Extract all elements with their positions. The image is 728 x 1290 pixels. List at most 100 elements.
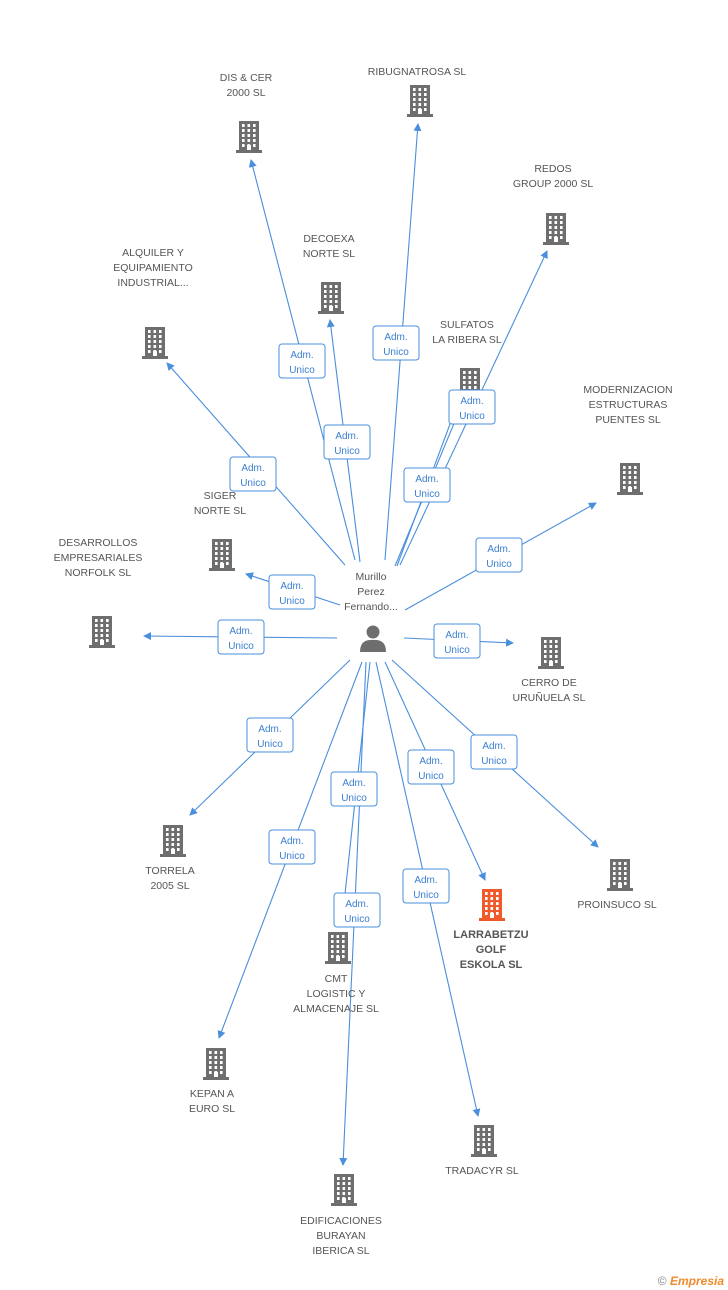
role-text: Adm. [419, 756, 442, 767]
person-icon[interactable] [360, 625, 386, 653]
role-badge-torrela: Adm.Unico [246, 717, 294, 753]
company-label-kepan[interactable]: EURO SL [189, 1103, 235, 1115]
brand-logo-text: Empresia [669, 1274, 724, 1288]
company-label-proinsuco[interactable]: PROINSUCO SL [577, 899, 657, 911]
role-badge-modernizacion: Adm.Unico [475, 537, 523, 573]
building-icon[interactable] [407, 85, 433, 117]
building-icon[interactable] [203, 1048, 229, 1080]
company-label-kepan[interactable]: KEPAN A [190, 1088, 234, 1100]
company-label-tradacyr[interactable]: TRADACYR SL [445, 1165, 519, 1177]
person-name-label[interactable]: Fernando... [344, 601, 398, 613]
building-icon[interactable] [471, 1125, 497, 1157]
building-icon[interactable] [543, 213, 569, 245]
company-label-cmt[interactable]: CMT [325, 973, 348, 985]
role-text: Unico [279, 851, 305, 862]
company-label-modernizacion[interactable]: PUENTES SL [595, 414, 661, 426]
role-badge-siger: Adm.Unico [268, 574, 316, 610]
company-label-larrabetzu[interactable]: LARRABETZU [453, 929, 528, 941]
company-label-sulfatos[interactable]: SULFATOS [440, 319, 494, 331]
company-label-torrela[interactable]: 2005 SL [150, 880, 189, 892]
role-badge-kepan: Adm. Unico [268, 829, 316, 865]
company-label-larrabetzu[interactable]: ESKOLA SL [460, 959, 523, 971]
company-label-modernizacion[interactable]: ESTRUCTURAS [589, 399, 668, 411]
role-text: Unico [341, 793, 367, 804]
company-label-edificaciones[interactable]: EDIFICACIONES [300, 1215, 382, 1227]
role-text: Adm. [280, 836, 303, 847]
company-label-cerro[interactable]: CERRO DE [521, 677, 576, 689]
role-text: Adm. [415, 474, 438, 485]
role-text: Adm. [345, 899, 368, 910]
role-text: Adm. [290, 350, 313, 361]
copyright-symbol: © [657, 1274, 667, 1288]
role-text: Unico [459, 411, 485, 422]
role-text: Adm. [414, 875, 437, 886]
role-text: Unico [289, 365, 315, 376]
footer-brand[interactable]: © Empresia [658, 1274, 724, 1288]
role-text: Adm. [335, 431, 358, 442]
role-text: Unico [228, 641, 254, 652]
company-label-alquiler[interactable]: ALQUILER Y [122, 247, 184, 259]
company-label-sulfatos[interactable]: LA RIBERA SL [432, 334, 502, 346]
company-label-modernizacion[interactable]: MODERNIZACION [583, 384, 672, 396]
person-name-label[interactable]: Perez [357, 586, 384, 598]
company-label-redos[interactable]: REDOS [534, 163, 571, 175]
role-text: Unico [414, 489, 440, 500]
role-text: Unico [334, 446, 360, 457]
role-badge-cmt: Adm. Unico [330, 771, 378, 807]
role-badge-tradacyr: Adm. Unico [402, 868, 450, 904]
role-badge-larrabetzu: Adm. Unico [407, 749, 455, 785]
role-text: Unico [279, 596, 305, 607]
company-label-cmt[interactable]: ALMACENAJE SL [293, 1003, 379, 1015]
company-label-dis-cer[interactable]: 2000 SL [226, 87, 265, 99]
person-name-label[interactable]: Murillo [356, 571, 387, 583]
building-icon[interactable] [236, 121, 262, 153]
building-icon[interactable] [142, 327, 168, 359]
company-label-siger[interactable]: NORTE SL [194, 505, 246, 517]
role-text: Unico [257, 739, 283, 750]
building-icon[interactable] [160, 825, 186, 857]
company-label-desarrollos[interactable]: DESARROLLOS [59, 537, 138, 549]
building-icon[interactable] [318, 282, 344, 314]
company-label-alquiler[interactable]: INDUSTRIAL... [117, 277, 188, 289]
company-label-dis-cer[interactable]: DIS & CER [220, 72, 273, 84]
company-label-desarrollos[interactable]: EMPRESARIALES [54, 552, 143, 564]
company-label-edificaciones[interactable]: BURAYAN [316, 1230, 365, 1242]
role-text: Unico [481, 756, 507, 767]
role-badge-edificaciones: Adm.Unico [333, 892, 381, 928]
company-label-desarrollos[interactable]: NORFOLK SL [65, 567, 132, 579]
building-icon[interactable] [617, 463, 643, 495]
role-text: Adm. [487, 544, 510, 555]
nodes-layer: RIBUGNATROSA SL DIS & CER 2000 SL REDOS GROU… [54, 66, 673, 1257]
role-text: Unico [444, 645, 470, 656]
role-badge-cerro: Adm.Unico [433, 623, 481, 659]
role-text: Adm. [229, 626, 252, 637]
company-label-decoexa[interactable]: NORTE SL [303, 248, 355, 260]
role-text: Unico [240, 478, 266, 489]
role-badge-sulfatos: Adm. Unico [403, 467, 451, 503]
company-label-decoexa[interactable]: DECOEXA [303, 233, 354, 245]
company-label-edificaciones[interactable]: IBERICA SL [312, 1245, 369, 1257]
building-icon[interactable] [538, 637, 564, 669]
company-label-redos[interactable]: GROUP 2000 SL [513, 178, 594, 190]
role-text: Unico [413, 890, 439, 901]
role-badge-dis-cer: Adm. Unico [278, 343, 326, 379]
building-icon[interactable] [331, 1174, 357, 1206]
building-icon[interactable] [607, 859, 633, 891]
building-icon[interactable] [209, 539, 235, 571]
company-label-larrabetzu[interactable]: GOLF [476, 944, 507, 956]
building-icon[interactable] [325, 932, 351, 964]
company-label-cmt[interactable]: LOGISTIC Y [307, 988, 366, 1000]
role-badge-desarrollos: Adm. Unico [217, 619, 265, 655]
role-text: Adm. [241, 463, 264, 474]
role-text: Adm. [342, 778, 365, 789]
role-text: Unico [418, 771, 444, 782]
company-label-alquiler[interactable]: EQUIPAMIENTO [113, 262, 193, 274]
company-label-torrela[interactable]: TORRELA [145, 865, 194, 877]
company-label-cerro[interactable]: URUÑUELA SL [513, 691, 586, 704]
building-icon[interactable] [89, 616, 115, 648]
company-label-ribugnatrosa[interactable]: RIBUGNATROSA SL [368, 66, 467, 78]
building-icon[interactable] [479, 889, 505, 921]
company-label-siger[interactable]: SIGER [204, 490, 237, 502]
role-text: Adm. [460, 396, 483, 407]
